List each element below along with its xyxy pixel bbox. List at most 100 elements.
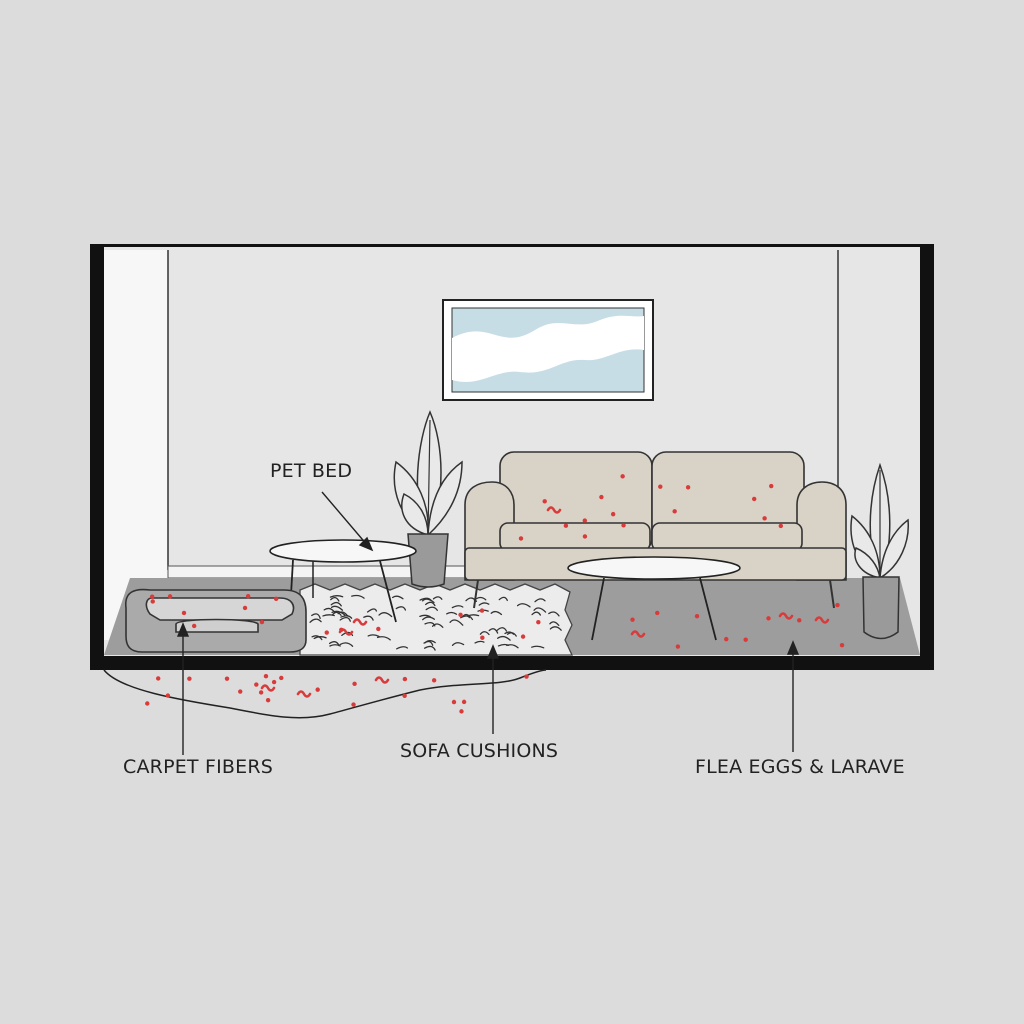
- flea-egg: [536, 619, 541, 625]
- flea-egg: [245, 594, 251, 599]
- rug-fiber: [376, 636, 391, 641]
- rug-fiber: [322, 614, 335, 617]
- flea-egg: [630, 617, 635, 622]
- flea-egg: [167, 594, 173, 599]
- rug-fiber: [423, 645, 436, 651]
- rug-fiber: [533, 607, 547, 613]
- flea-egg: [224, 676, 230, 681]
- rug-fiber: [498, 596, 508, 602]
- flea-eggs-and-larvae: [145, 474, 845, 714]
- rug-fiber: [446, 611, 458, 615]
- flea-egg: [376, 626, 381, 632]
- flea-egg: [150, 599, 155, 604]
- rug-fiber: [339, 642, 354, 647]
- label-sofa-cushions: SOFA CUSHIONS: [400, 740, 559, 762]
- rug-fiber: [421, 598, 435, 604]
- flea-egg: [258, 690, 264, 695]
- flea-egg: [265, 697, 271, 703]
- rug-fiber: [488, 628, 499, 634]
- rug-fiber: [366, 608, 378, 613]
- flea-larva: [374, 676, 390, 684]
- rug-fiber: [311, 613, 321, 620]
- rug-fiber: [461, 613, 474, 621]
- rug-fiber: [497, 635, 511, 641]
- rug-fiber: [339, 617, 351, 622]
- flea-egg: [752, 496, 757, 502]
- rug-fiber: [419, 597, 432, 602]
- rug-fiber: [330, 605, 344, 611]
- rug-fiber: [328, 641, 340, 647]
- flea-egg: [599, 494, 604, 500]
- room-frame-floor: [90, 656, 934, 670]
- flea-egg: [839, 643, 845, 648]
- rug-fiber: [548, 611, 560, 617]
- rug-fiber: [329, 644, 341, 647]
- flea-egg: [459, 709, 464, 714]
- flea-egg: [324, 630, 329, 635]
- rug-fiber: [313, 636, 327, 640]
- rug-fiber: [534, 598, 546, 603]
- flea-egg: [835, 602, 840, 608]
- flea-egg: [518, 536, 524, 541]
- flea-egg: [191, 623, 197, 629]
- rug-fiber: [516, 603, 531, 608]
- rug-fiber: [424, 640, 436, 644]
- flea-larva: [260, 684, 276, 692]
- rug-fiber: [331, 611, 342, 617]
- flea-egg: [762, 516, 767, 521]
- flea-egg: [431, 678, 437, 683]
- flea-egg: [315, 687, 320, 692]
- rug-fiber: [449, 619, 464, 626]
- rug-fiber: [422, 616, 436, 621]
- rug-fiber: [431, 623, 444, 628]
- rug-fiber: [424, 621, 436, 627]
- flea-egg: [542, 499, 547, 504]
- wall-picture: [442, 299, 654, 401]
- rug-fiber: [531, 645, 545, 649]
- rug-fiber: [351, 594, 365, 599]
- rug-fiber: [531, 611, 541, 616]
- pet-bed: [125, 588, 307, 653]
- potted-plant-left: [393, 410, 463, 588]
- label-carpet-fibers: CARPET FIBERS: [123, 756, 274, 778]
- rug-fiber: [337, 611, 349, 617]
- rug-fiber: [466, 614, 480, 617]
- flea-egg: [461, 699, 467, 705]
- flea-egg: [451, 699, 457, 705]
- rug-fiber: [363, 615, 374, 621]
- rug-fiber: [309, 618, 322, 623]
- rug-fiber: [460, 615, 471, 619]
- flea-egg: [279, 675, 284, 681]
- flea-egg: [658, 484, 663, 489]
- flea-larva: [814, 616, 830, 624]
- flea-egg: [458, 612, 463, 617]
- flea-egg: [797, 618, 802, 623]
- room-frame-left: [90, 244, 104, 670]
- flea-larva: [778, 612, 794, 620]
- flea-egg: [271, 679, 277, 685]
- rug-fiber: [378, 612, 393, 618]
- room-frame-right: [920, 244, 934, 670]
- under-floor-infestation-area: [103, 669, 547, 719]
- rug-fiber: [549, 626, 562, 631]
- flea-egg: [352, 681, 357, 687]
- rug-fiber: [330, 601, 342, 607]
- flea-egg: [685, 485, 691, 490]
- flea-egg: [254, 682, 259, 687]
- flea-larva: [296, 690, 312, 698]
- flea-egg: [181, 610, 187, 616]
- flea-larva: [546, 506, 562, 514]
- label-pet-bed: PET BED: [270, 460, 353, 482]
- flea-egg: [149, 594, 155, 599]
- rug-fiber: [451, 605, 464, 609]
- rug-fiber: [474, 640, 485, 644]
- flea-egg: [694, 614, 700, 619]
- room-frame-top: [90, 244, 934, 247]
- flea-egg: [766, 616, 771, 621]
- rug-fiber: [497, 643, 510, 647]
- flea-egg: [479, 608, 485, 613]
- flea-egg: [165, 693, 171, 698]
- potted-plant-right: [850, 462, 909, 640]
- rug-fiber: [367, 634, 380, 638]
